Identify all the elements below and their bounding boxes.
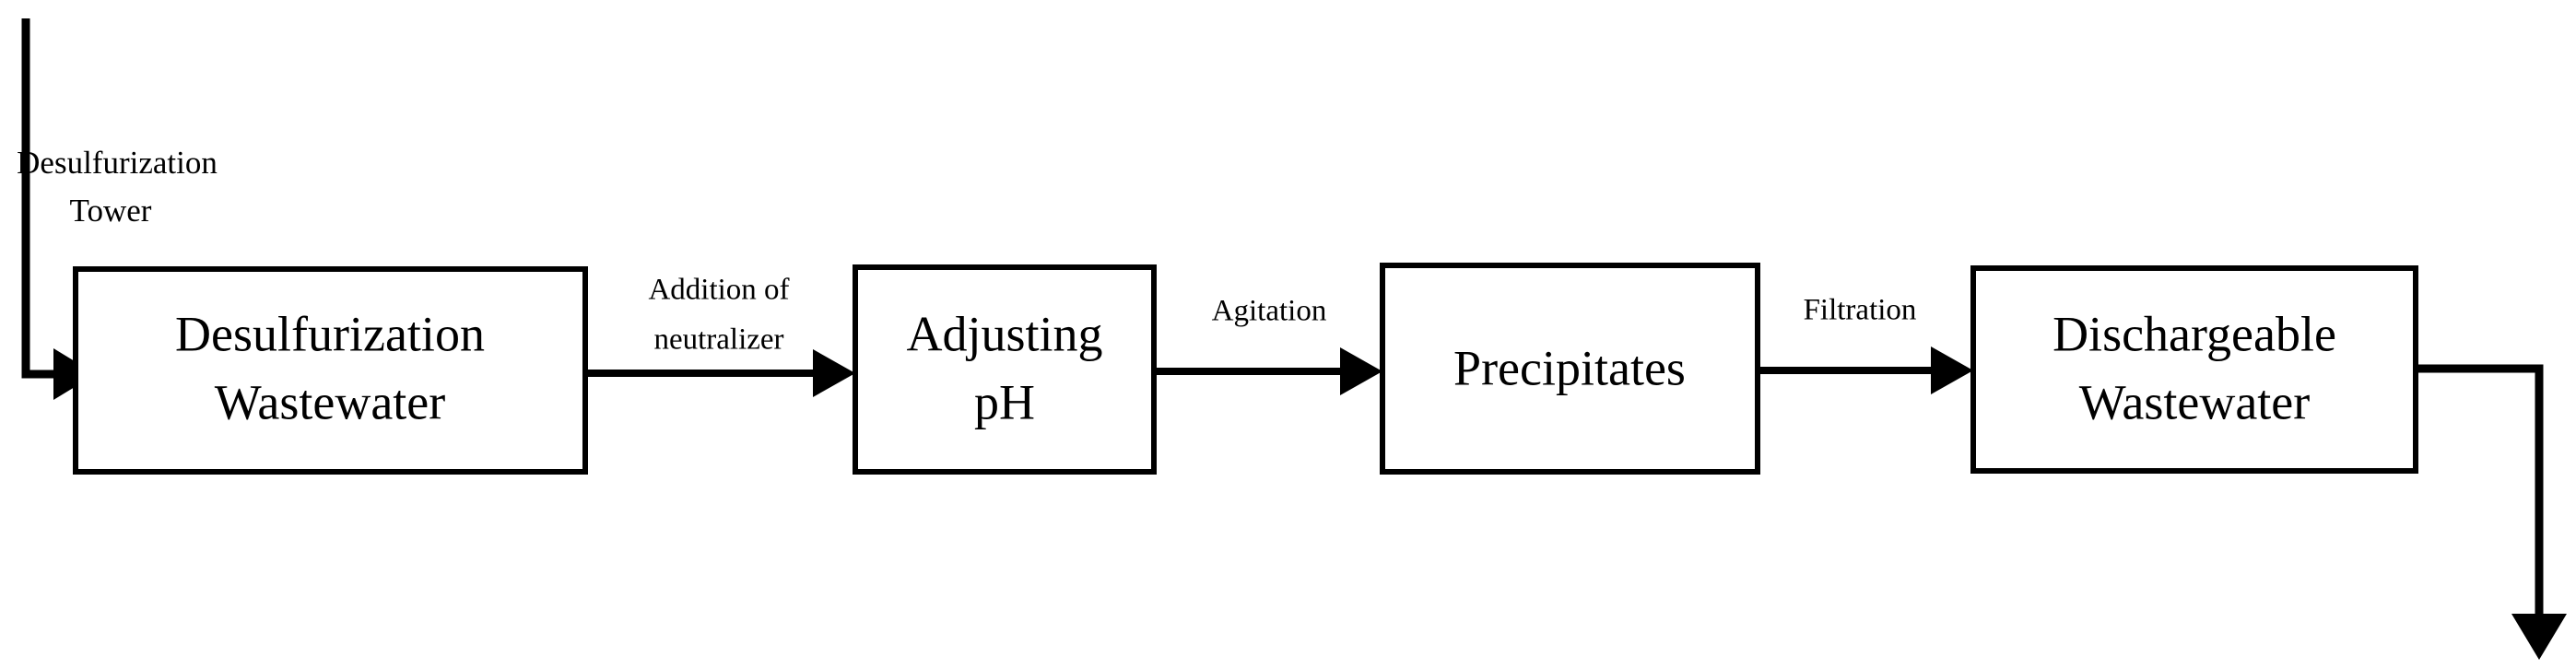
node-label-desulfurization-wastewater-line2: Wastewater xyxy=(215,374,446,429)
node-adjusting-ph[interactable]: Adjusting pH xyxy=(853,264,1157,475)
edge-label-agitation: Agitation xyxy=(1212,295,1327,328)
node-box-precipitates[interactable] xyxy=(1380,263,1760,475)
node-box-adjusting-ph[interactable] xyxy=(853,264,1157,475)
edge-filtration: Filtration xyxy=(1758,294,1973,394)
node-label-dischargeable-wastewater-line1: Dischargeable xyxy=(2053,306,2336,361)
edge-agitation: Agitation xyxy=(1154,295,1382,395)
outlet-arrow-head-icon xyxy=(2511,614,2567,660)
node-label-desulfurization-wastewater-line1: Desulfurization xyxy=(175,306,485,361)
edge-outlet xyxy=(2416,364,2567,660)
node-precipitates[interactable]: Precipitates xyxy=(1380,263,1760,475)
node-label-adjusting-ph-line2: pH xyxy=(974,374,1035,429)
edge-label-addition-of-neutralizer-line1: Addition of xyxy=(648,274,789,307)
edge-addition-of-neutralizer: Addition of neutralizer xyxy=(585,274,855,397)
edge-arrow-head-addition-of-neutralizer-icon xyxy=(813,349,855,397)
node-box-dischargeable-wastewater[interactable] xyxy=(1970,265,2418,474)
inlet-pipe-line xyxy=(21,18,57,379)
edge-label-filtration: Filtration xyxy=(1804,294,1917,327)
edge-arrow-head-filtration-icon xyxy=(1931,346,1973,394)
source-label-line1: Desulfurization xyxy=(17,145,218,181)
node-label-adjusting-ph-line1: Adjusting xyxy=(906,306,1102,361)
outlet-pipe-line xyxy=(2416,364,2544,619)
node-dischargeable-wastewater[interactable]: Dischargeable Wastewater xyxy=(1970,265,2418,474)
source-label-line2: Tower xyxy=(70,193,152,229)
edge-label-addition-of-neutralizer-line2: neutralizer xyxy=(653,323,783,357)
node-box-desulfurization-wastewater[interactable] xyxy=(73,266,588,475)
node-label-dischargeable-wastewater-line2: Wastewater xyxy=(2079,374,2311,429)
node-label-precipitates: Precipitates xyxy=(1453,340,1686,395)
node-desulfurization-wastewater[interactable]: Desulfurization Wastewater xyxy=(73,266,588,475)
source-tower-label: Desulfurization Tower xyxy=(17,145,218,229)
edge-arrow-head-agitation-icon xyxy=(1340,347,1382,395)
